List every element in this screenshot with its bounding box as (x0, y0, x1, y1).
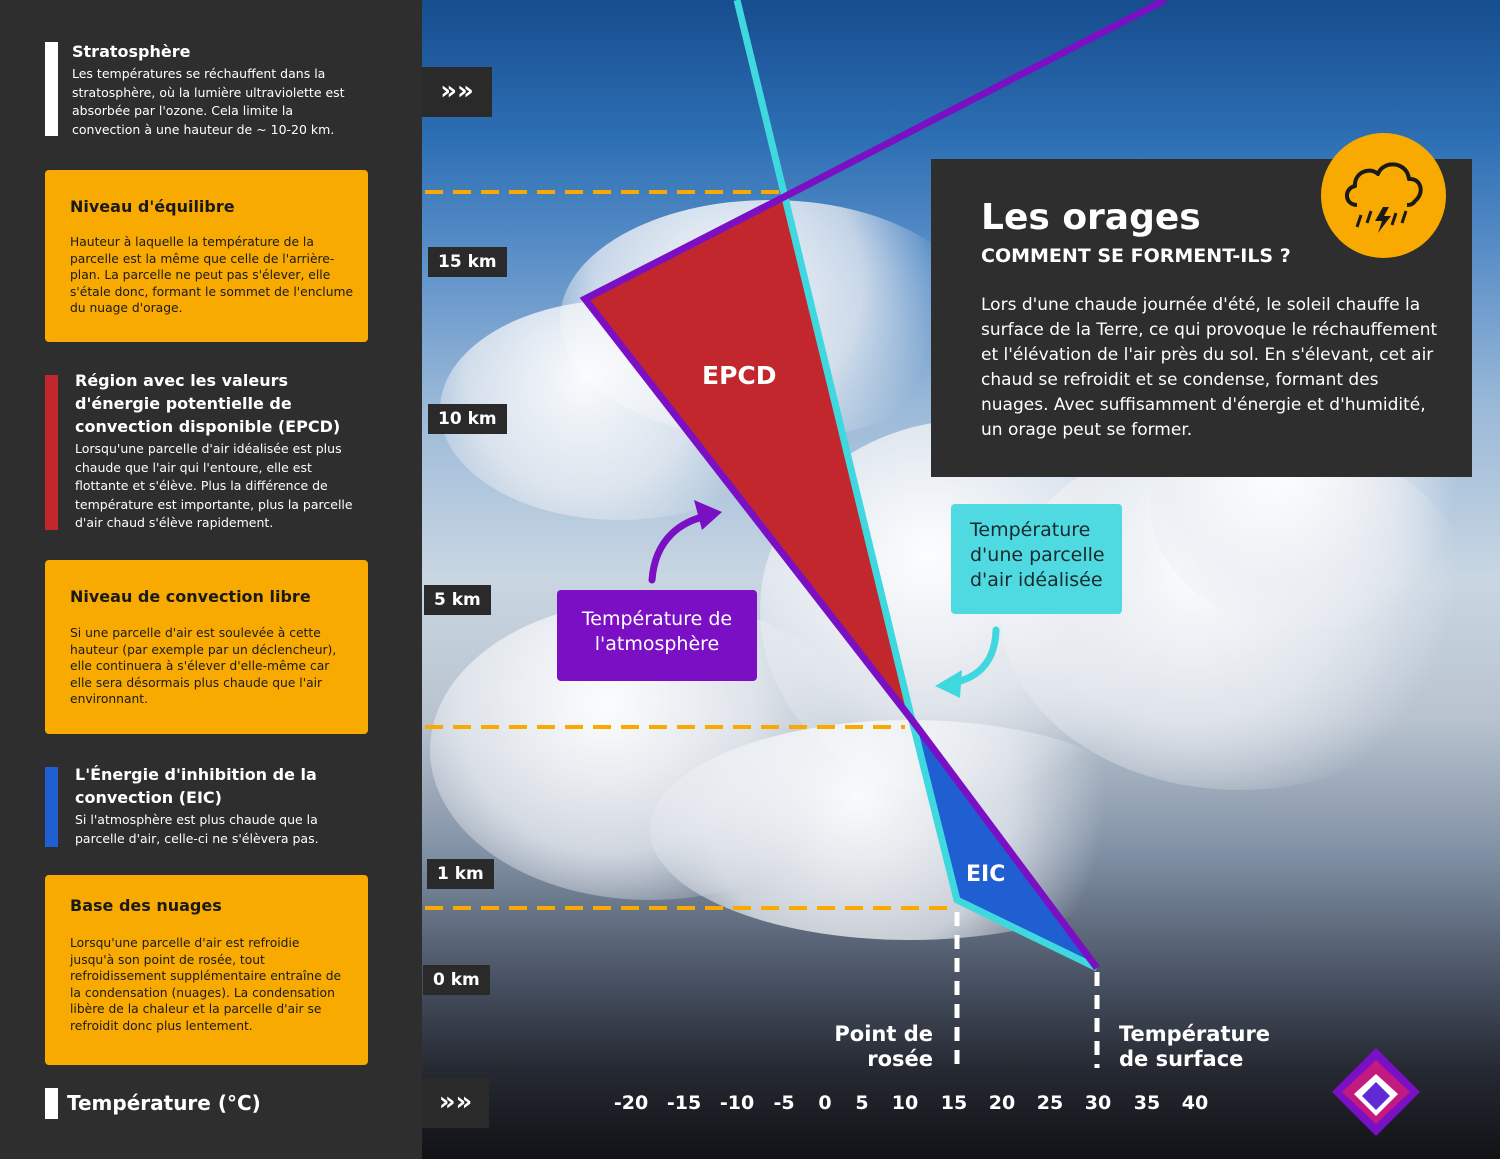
storm-cloud-icon (1321, 133, 1446, 258)
cloud-base-title: Base des nuages (70, 896, 222, 915)
altitude-label-0km: 0 km (423, 965, 490, 995)
cloud-shape (650, 720, 1170, 940)
x-tick: -20 (613, 1092, 649, 1114)
temperature-axis-label: Température (°C) (67, 1091, 261, 1115)
cloud-base-desc: Lorsqu'une parcelle d'air est refroidie … (70, 936, 342, 1033)
dew-point-label: Point de rosée (834, 1022, 933, 1071)
x-tick: 30 (1084, 1092, 1112, 1114)
x-tick: 5 (855, 1092, 869, 1114)
atmosphere-temperature-line (579, 0, 1167, 971)
stratosphere-bar (45, 42, 58, 136)
x-tick: 10 (891, 1092, 919, 1114)
info-body: Lors d'une chaude journée d'été, le sole… (981, 295, 1438, 440)
free-convection-box: Niveau de convection libre Si une parcel… (45, 560, 368, 734)
parcel-temperature-label: Température d'une parcelle d'air idéalis… (951, 504, 1122, 614)
x-tick: 20 (988, 1092, 1016, 1114)
x-tick: 25 (1036, 1092, 1064, 1114)
x-tick: -5 (773, 1092, 795, 1114)
parcel-temperature-line (733, 0, 1099, 972)
info-subtitle: COMMENT SE FORMENT-ILS ? (981, 245, 1291, 267)
atmosphere-temperature-label: Température de l'atmosphère (557, 590, 757, 681)
x-tick: 40 (1181, 1092, 1209, 1114)
x-tick: 35 (1133, 1092, 1161, 1114)
equilibrium-desc: Hauteur à laquelle la température de la … (70, 235, 354, 315)
parcel-temperature-text: Température d'une parcelle d'air idéalis… (970, 519, 1105, 591)
cloud-base-box: Base des nuages Lorsqu'une parcelle d'ai… (45, 875, 368, 1065)
temperature-arrow-box: »» (422, 1078, 489, 1128)
temperature-bar (45, 1088, 58, 1119)
maple-leaf-logo (1332, 1048, 1420, 1136)
triple-chevron-icon: »» (440, 76, 474, 106)
altitude-label-15km: 15 km (428, 247, 507, 277)
stratosphere-desc: Les températures se réchauffent dans la … (72, 66, 345, 137)
altitude-label-10km: 10 km (428, 404, 507, 434)
eic-desc: Si l'atmosphère est plus chaude que la p… (75, 812, 319, 846)
eic-title: L'Énergie d'inhibition de la convection … (75, 765, 317, 807)
x-tick: 15 (940, 1092, 968, 1114)
surface-temperature-label: Température de surface (1119, 1022, 1271, 1071)
altitude-label-5km: 5 km (424, 585, 491, 615)
stratosphere-title: Stratosphère (72, 42, 191, 61)
atmosphere-arrowhead (694, 500, 722, 530)
epcd-title: Région avec les valeurs d'énergie potent… (75, 371, 341, 436)
x-tick: -15 (666, 1092, 702, 1114)
free-convection-desc: Si une parcelle d'air est soulevée à cet… (70, 626, 337, 706)
info-title: Les orages (981, 197, 1201, 238)
altitude-label-1km: 1 km (427, 859, 494, 889)
x-tick: -10 (719, 1092, 755, 1114)
triple-chevron-icon: »» (438, 1087, 473, 1117)
epcd-region (585, 198, 912, 720)
equilibrium-title: Niveau d'équilibre (70, 197, 235, 216)
eic-region-label: EIC (966, 862, 1006, 887)
equilibrium-box: Niveau d'équilibre Hauteur à laquelle la… (45, 170, 368, 342)
eic-bar (45, 767, 58, 847)
epcd-desc: Lorsqu'une parcelle d'air idéalisée est … (75, 441, 353, 530)
x-tick: 0 (818, 1092, 832, 1114)
free-convection-title: Niveau de convection libre (70, 587, 311, 606)
stratosphere-arrow-box: »» (422, 67, 492, 117)
atmosphere-temperature-text: Température de l'atmosphère (581, 608, 733, 655)
epcd-region-label: EPCD (702, 361, 777, 390)
parcel-arrowhead (935, 670, 962, 698)
epcd-bar (45, 375, 58, 530)
